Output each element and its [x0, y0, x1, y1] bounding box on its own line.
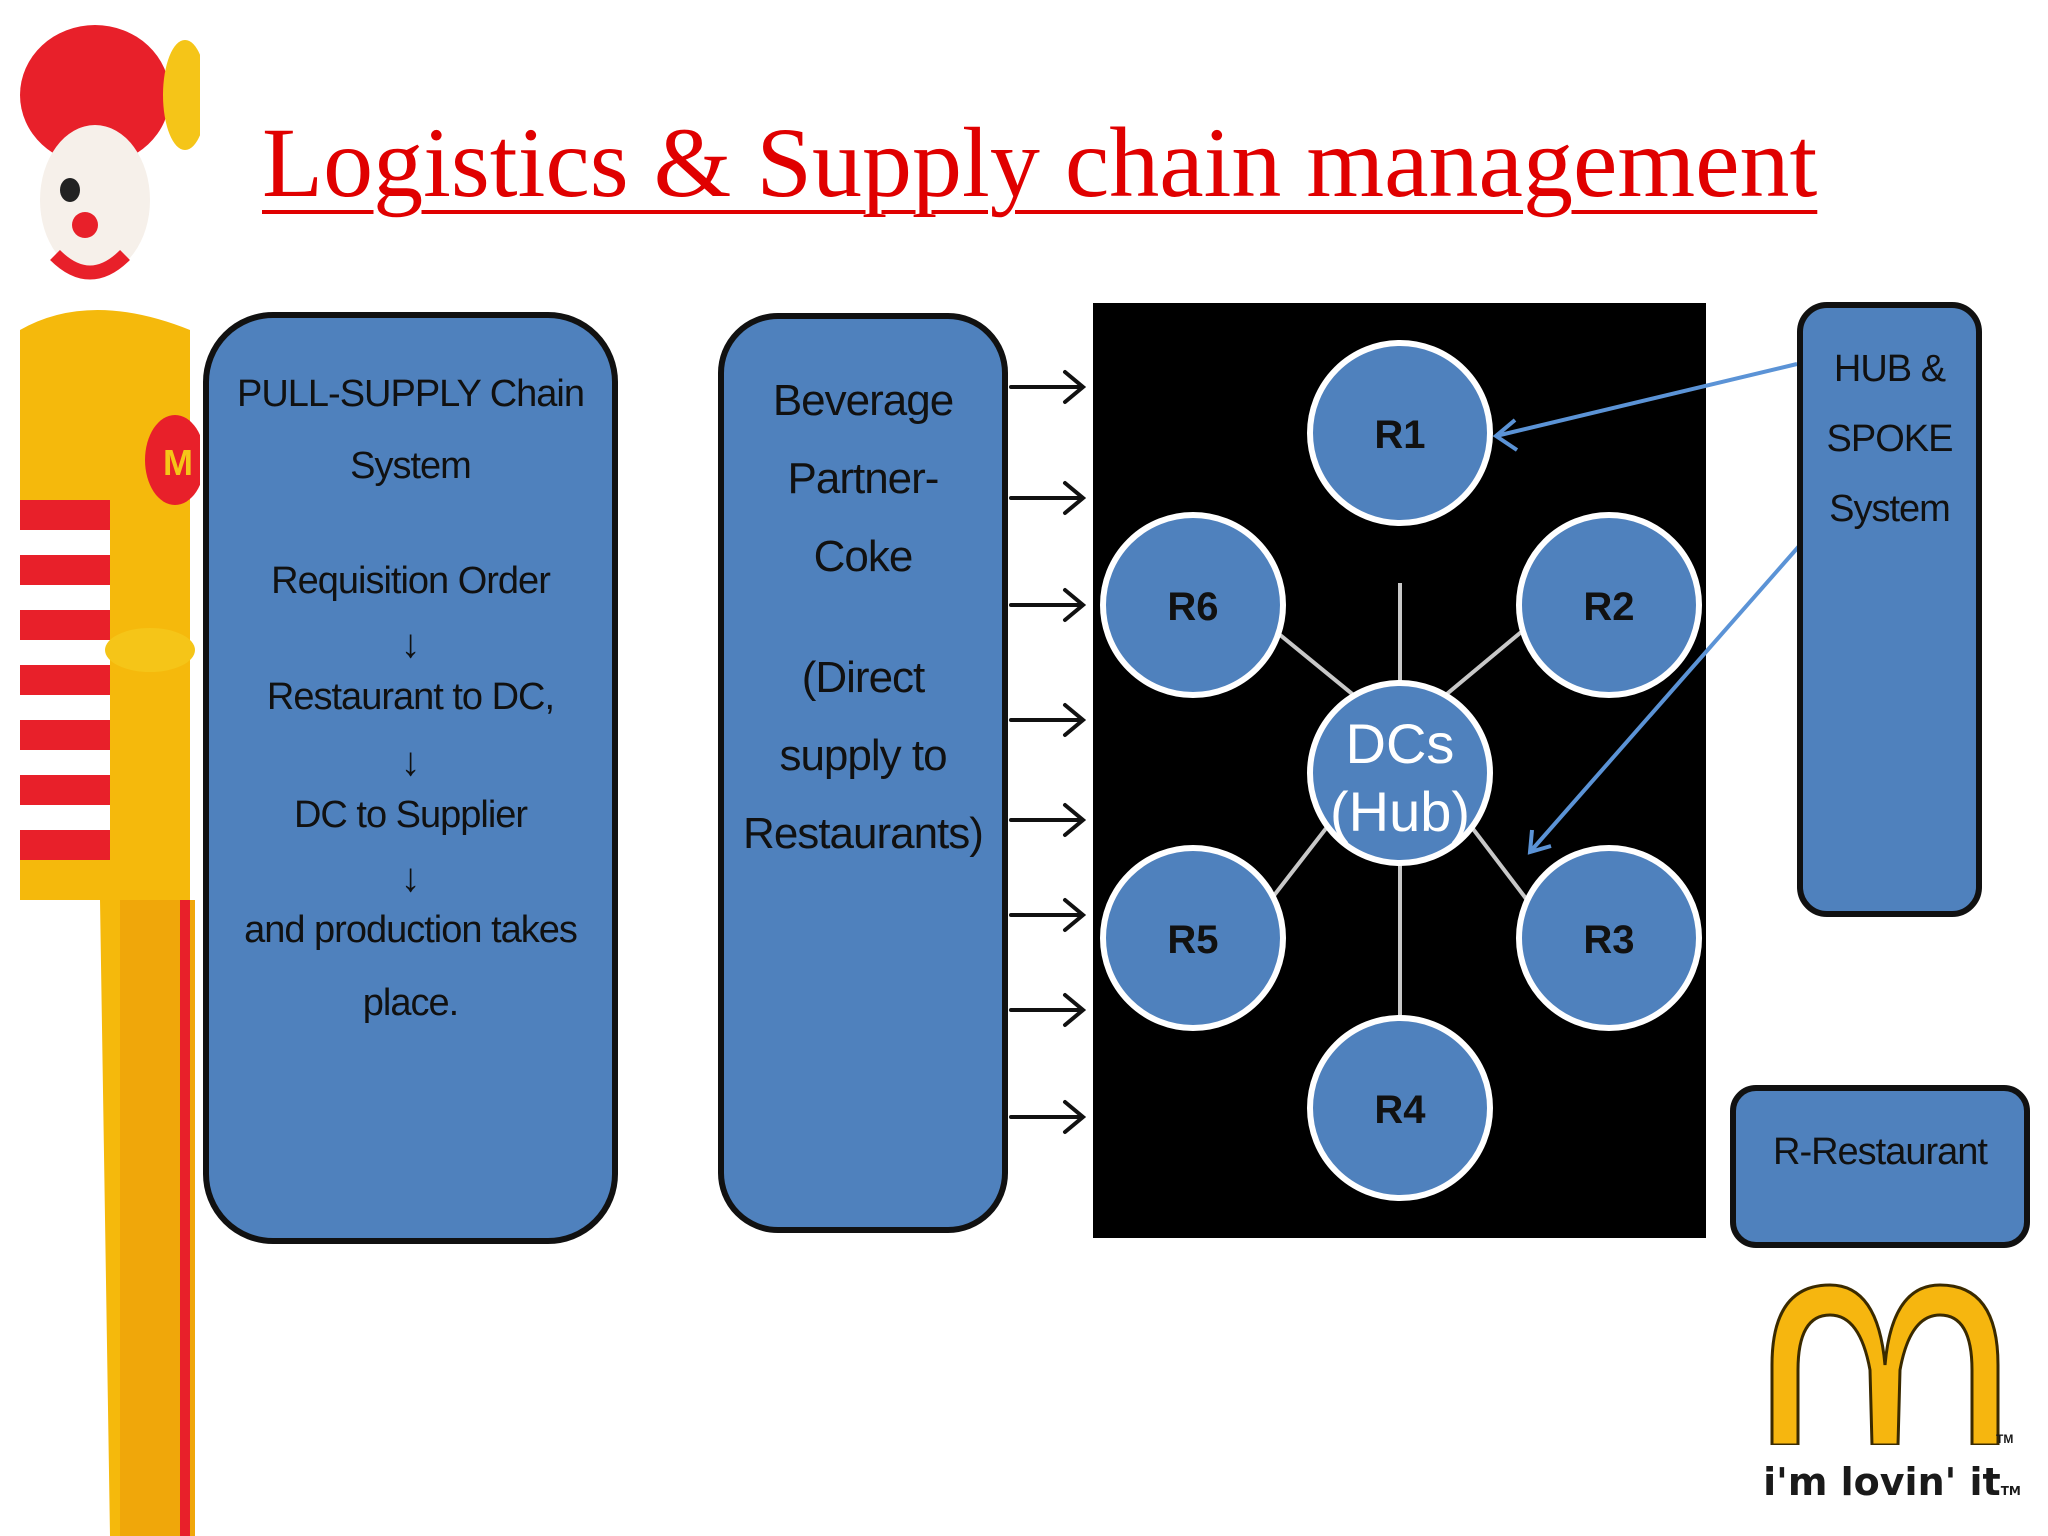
pull-supply-line-1: PULL-SUPPLY Chain: [236, 373, 585, 415]
slide-title: Logistics & Supply chain management: [262, 107, 1818, 218]
hub-spoke-system-box: HUB & SPOKE System: [1797, 302, 1982, 917]
restaurant-node-r6: [1100, 512, 1286, 698]
restaurant-node-r5: [1100, 845, 1286, 1031]
supply-arrows: [1009, 370, 1087, 1134]
restaurant-label-r6: R6: [1167, 585, 1218, 629]
tagline-tm: TM: [2000, 1484, 2021, 1498]
beverage-partner-box: Beverage Partner- Coke (Direct supply to…: [718, 313, 1008, 1233]
right-arrow-icon: [1009, 898, 1087, 932]
hub-spoke-diagram: R1 R2 R3 R4 R5 R6 DCs (Hub): [1100, 340, 1702, 1201]
pull-supply-line-3: Requisition Order: [271, 560, 551, 602]
beverage-line-1: Beverage: [772, 376, 954, 425]
pull-supply-box: PULL-SUPPLY Chain System Requisition Ord…: [203, 312, 618, 1244]
pull-supply-line-5: DC to Supplier: [293, 794, 528, 836]
legend-text: R-Restaurant: [1773, 1131, 1988, 1173]
hub-label-line-2: (Hub): [1330, 780, 1470, 843]
restaurant-node-r3: [1516, 845, 1702, 1031]
restaurant-label-r2: R2: [1583, 585, 1634, 629]
logo-trademark: TM: [1996, 1432, 2014, 1446]
right-arrow-icon: [1009, 993, 1087, 1027]
restaurant-node-r1: [1307, 340, 1493, 526]
mascot-illustration: M: [20, 25, 200, 1536]
beverage-line-3: Coke: [813, 532, 914, 581]
svg-text:M: M: [163, 442, 193, 483]
tagline-text: i'm lovin' it: [1763, 1460, 2001, 1504]
hub-node: [1307, 680, 1493, 866]
down-arrow-icon: ↓: [400, 740, 421, 784]
logo-tagline: i'm lovin' itTM: [1752, 1460, 2032, 1504]
down-arrow-icon: ↓: [400, 856, 421, 900]
right-arrow-icon: [1009, 1100, 1087, 1134]
restaurant-node-r2: [1516, 512, 1702, 698]
pull-supply-line-4: Restaurant to DC,: [266, 676, 555, 718]
beverage-line-4: (Direct: [801, 653, 926, 702]
down-arrow-icon: ↓: [400, 622, 421, 666]
beverage-line-6: Restaurants): [743, 809, 984, 858]
pull-supply-line-2: System: [350, 445, 472, 487]
right-arrow-icon: [1009, 803, 1087, 837]
right-arrow-icon: [1009, 588, 1087, 622]
pull-supply-line-6: and production takes: [244, 909, 578, 951]
hub-spoke-line-3: System: [1829, 488, 1951, 530]
restaurant-label-r3: R3: [1583, 918, 1634, 962]
hub-spoke-line-2: SPOKE: [1826, 418, 1954, 460]
restaurant-node-r4: [1307, 1015, 1493, 1201]
hub-spoke-line-1: HUB &: [1833, 348, 1946, 390]
legend-box: R-Restaurant: [1730, 1085, 2030, 1248]
beverage-line-2: Partner-: [787, 454, 940, 503]
pull-supply-line-7: place.: [362, 982, 459, 1024]
right-arrow-icon: [1009, 481, 1087, 515]
restaurant-label-r1: R1: [1374, 413, 1425, 457]
beverage-line-5: supply to: [779, 731, 947, 780]
right-arrow-icon: [1009, 703, 1087, 737]
restaurant-label-r5: R5: [1167, 918, 1218, 962]
mcdonalds-logo: [1770, 1283, 2000, 1445]
hub-label-line-1: DCs: [1346, 712, 1455, 775]
restaurant-label-r4: R4: [1374, 1088, 1426, 1132]
right-arrow-icon: [1009, 370, 1087, 404]
